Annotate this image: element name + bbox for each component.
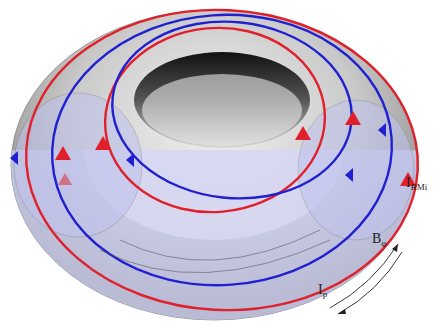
current-label: Ip	[318, 283, 327, 299]
current-label: IRMi	[406, 176, 427, 192]
field-label: Bφ	[372, 232, 387, 248]
